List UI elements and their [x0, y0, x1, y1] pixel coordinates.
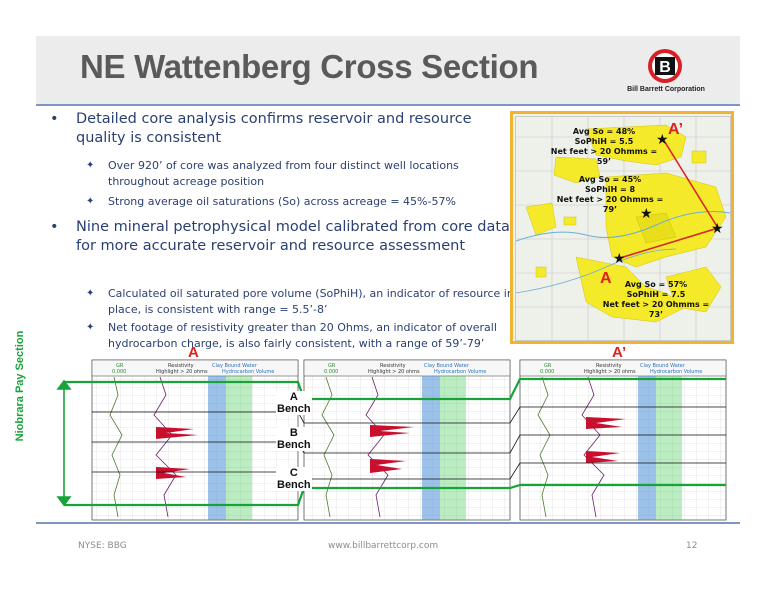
page-number: 12	[686, 541, 698, 551]
bench-b-label: B Bench	[276, 427, 312, 451]
logo-icon: B	[648, 49, 682, 83]
bench-a-label: A Bench	[276, 391, 312, 415]
bullet-dot-icon: •	[50, 111, 59, 127]
arrow-bullet-icon: ✦	[86, 322, 95, 333]
sub-bullet-2-2-text: Net footage of resistivity greater than …	[108, 321, 497, 350]
footer-ticker: NYSE: BBG	[78, 541, 127, 551]
arrow-bullet-icon: ✦	[86, 160, 95, 171]
well-log-panel-2	[303, 359, 511, 521]
logo-letter: B	[659, 59, 671, 76]
well-log-panel-1	[91, 359, 299, 521]
bullet-dot-icon: •	[50, 219, 59, 235]
log-point-a: A	[188, 344, 199, 361]
footer-url[interactable]: www.billbarrettcorp.com	[328, 541, 439, 551]
bullet-2-text: Nine mineral petrophysical model calibra…	[76, 219, 510, 254]
sub-bullet-1-1-text: Over 920’ of core was analyzed from four…	[108, 159, 459, 188]
page-title: NE Wattenberg Cross Section	[80, 48, 539, 85]
logo-text: Bill Barrett Corporation	[627, 86, 705, 93]
sub-bullet-1-2-text: Strong average oil saturations (So) acro…	[108, 195, 456, 208]
well-star-icon: ★	[613, 251, 626, 267]
arrow-bullet-icon: ✦	[86, 288, 95, 299]
well-logs-graphic	[56, 359, 727, 521]
title-banner	[36, 36, 740, 104]
well-star-icon: ★	[640, 206, 653, 222]
map-point-a-prime: A’	[668, 121, 684, 138]
niobrara-pay-section-label: Niobrara Pay Section	[14, 330, 26, 442]
company-logo: B Bill Barrett Corporation	[610, 46, 720, 98]
well-star-icon: ★	[656, 132, 669, 148]
arrow-bullet-icon: ✦	[86, 196, 95, 207]
map-point-a: A	[600, 270, 612, 287]
well-log-cross-section: GR 0.000 Resistivity Highlight > 20 ohms…	[36, 355, 740, 525]
sub-bullet-2-1-text: Calculated oil saturated pore volume (So…	[108, 287, 514, 316]
well-star-icon: ★	[711, 221, 724, 237]
header-rule	[36, 104, 740, 106]
well-log-panel-3	[519, 359, 727, 521]
footer-rule	[36, 522, 740, 524]
log-point-a-prime: A’	[612, 344, 627, 361]
bullet-1-text: Detailed core analysis confirms reservoi…	[76, 111, 472, 146]
bench-c-label: C Bench	[276, 467, 312, 491]
map-graphic: ★ ★ ★ ★	[515, 117, 731, 340]
